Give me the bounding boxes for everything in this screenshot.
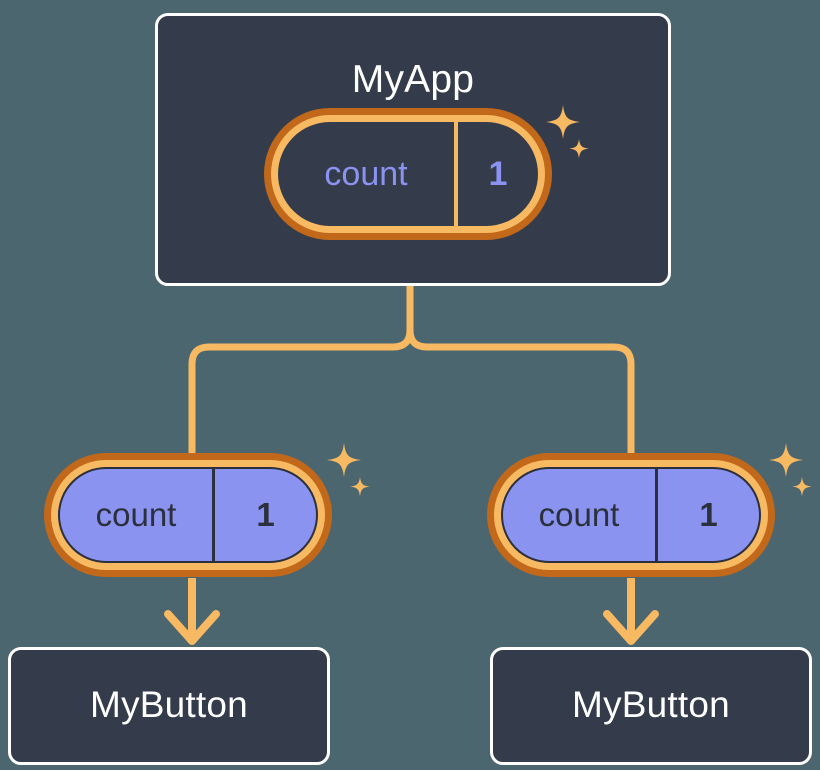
state-pill-left-child[interactable]: count 1 [44, 453, 332, 577]
pill-body: count 1 [278, 122, 538, 226]
pill-body: count 1 [58, 467, 318, 563]
state-value-label: 1 [655, 469, 759, 561]
state-value-label: 1 [212, 469, 316, 561]
pill-inner-ring: count 1 [51, 460, 325, 570]
pill-inner-ring: count 1 [271, 115, 545, 233]
pill-outer-ring: count 1 [487, 453, 775, 577]
state-key-label: count [324, 154, 408, 193]
state-pill-myapp[interactable]: count 1 [264, 108, 552, 240]
pill-outer-ring: count 1 [264, 108, 552, 240]
component-title-myapp: MyApp [351, 58, 475, 101]
state-key-label: count [95, 496, 177, 533]
state-value-label: 1 [454, 122, 538, 226]
arrow-down-icon-right [603, 578, 659, 645]
state-pill-right-child[interactable]: count 1 [487, 453, 775, 577]
pill-outer-ring: count 1 [44, 453, 332, 577]
arrow-down-icon-left [164, 578, 220, 645]
pill-body: count 1 [501, 467, 761, 563]
connector-myapp-to-right-pill [406, 282, 635, 459]
component-title-mybutton-left: MyButton [90, 684, 248, 725]
state-key-label: count [538, 496, 620, 533]
component-card-mybutton-left[interactable]: MyButton [8, 647, 330, 765]
component-card-mybutton-right[interactable]: MyButton [490, 647, 812, 765]
component-title-mybutton-right: MyButton [572, 684, 730, 725]
connector-myapp-to-left-pill [188, 282, 414, 459]
pill-inner-ring: count 1 [494, 460, 768, 570]
